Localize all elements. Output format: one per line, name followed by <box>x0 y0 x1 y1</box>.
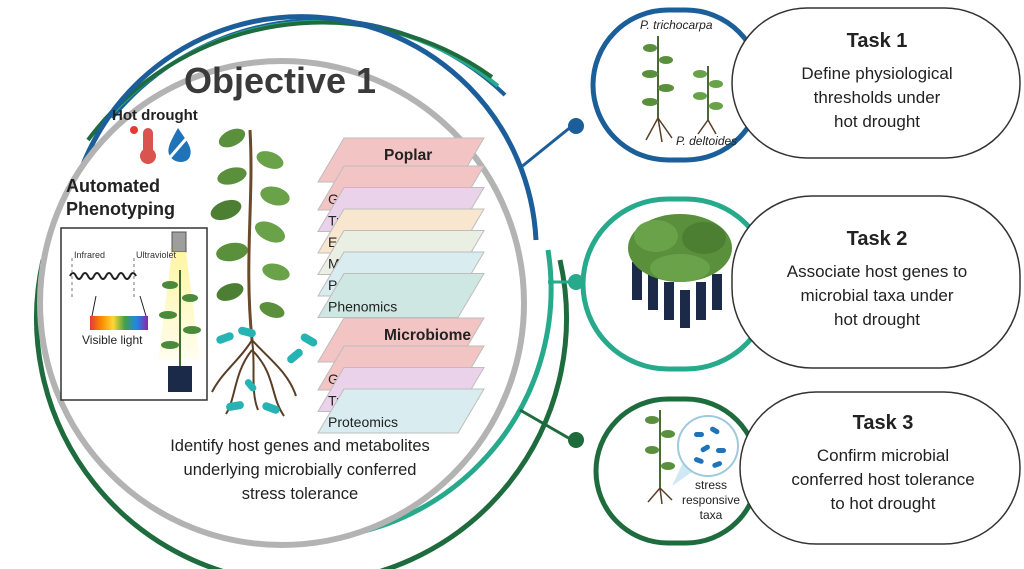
task2-title: Task 2 <box>846 228 908 250</box>
microbiome-omics-stack: MicrobiomeGenomicsTranscriptomicsProteom… <box>317 317 485 434</box>
connector-dot-task3 <box>568 432 584 448</box>
microbe-cluster-icons <box>693 426 726 468</box>
hot-drought-label: Hot drought <box>112 107 198 124</box>
ring-green <box>34 259 569 569</box>
task1-bubble <box>731 7 1021 159</box>
task2-bubble <box>731 195 1021 369</box>
water-drop-icon <box>164 128 194 163</box>
stress-taxa-line: responsive <box>681 493 741 507</box>
task3-desc-line: to hot drought <box>830 494 936 513</box>
ultraviolet-label: Ultraviolet <box>136 250 177 260</box>
species-trichocarpa-label: P. trichocarpa <box>640 18 713 32</box>
task1-desc-line: thresholds under <box>813 88 941 107</box>
thermometer-icon <box>130 126 156 164</box>
outer-arc-green <box>86 20 494 142</box>
poplar-omics-stack: PoplarGenomicsTranscriptomicsEpigenomics… <box>317 137 485 318</box>
visible-spectrum-bar <box>90 316 148 330</box>
infrared-wave <box>69 272 137 280</box>
visible-light-label: Visible light <box>82 333 143 347</box>
task1-description: Define physiological thresholds under ho… <box>752 62 1002 134</box>
stress-taxa-line: stress <box>694 478 727 492</box>
task3-desc-line: Confirm microbial <box>816 446 950 465</box>
task2-desc-line: microbial taxa under <box>800 286 954 305</box>
microbe-icons <box>216 326 318 414</box>
task1-plants-icon <box>642 36 723 143</box>
poplar-layers-layer-label: Phenomics <box>328 299 397 315</box>
task3-title: Task 3 <box>852 412 914 434</box>
poplar-layers-header-label: Poplar <box>384 147 432 164</box>
infrared-label: Infrared <box>74 250 106 260</box>
connector-dot-task1 <box>568 118 584 134</box>
stress-taxa-line: taxa <box>699 508 723 522</box>
task1-desc-line: hot drought <box>833 112 920 131</box>
plant-pot <box>168 366 192 392</box>
task1-desc-line: Define physiological <box>801 64 953 83</box>
microbiome-layers-header-label: Microbiome <box>384 327 471 344</box>
poplar-plant-illustration <box>210 128 297 417</box>
automated-phenotyping-label: Automated Phenotyping <box>66 176 175 219</box>
task3-plant-icon <box>645 410 675 505</box>
connector-task3 <box>519 408 573 442</box>
task3-bubble <box>739 391 1021 545</box>
task3-description: Confirm microbial conferred host toleran… <box>758 444 1008 516</box>
task3-desc-line: conferred host tolerance <box>791 470 975 489</box>
ring-blue <box>67 14 539 241</box>
objective-title: Objective 1 <box>183 60 377 101</box>
phenotyping-plant-icon <box>159 270 201 368</box>
microbiome-layers-layer <box>317 388 485 434</box>
camera-icon <box>171 231 187 253</box>
connector-task1 <box>519 124 573 170</box>
stress-responsive-taxa-label: stress responsive taxa <box>676 478 746 523</box>
task2-plant-array-icon <box>628 214 732 328</box>
task2-desc-line: hot drought <box>833 310 920 329</box>
task1-title: Task 1 <box>846 30 908 52</box>
connector-dot-task2 <box>568 274 584 290</box>
microbiome-layers-layer-label: Proteomics <box>328 414 398 430</box>
task2-desc-line: Associate host genes to <box>786 262 968 281</box>
objective-caption: Identify host genes and metabolites unde… <box>170 437 430 503</box>
task2-description: Associate host genes to microbial taxa u… <box>752 260 1002 332</box>
species-deltoides-label: P. deltoides <box>676 134 738 148</box>
